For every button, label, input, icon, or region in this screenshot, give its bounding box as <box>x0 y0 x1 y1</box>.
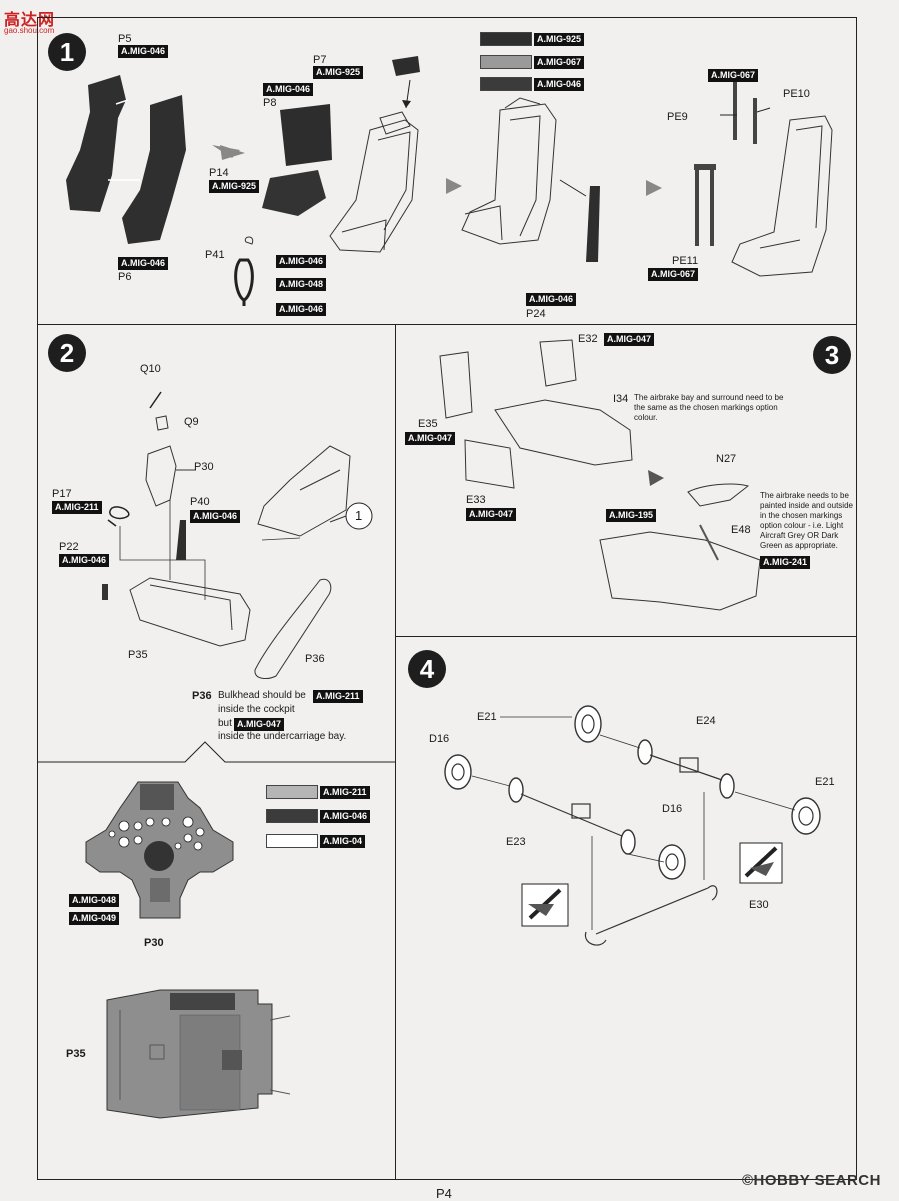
note-paint1: A.MIG-211 <box>313 690 363 703</box>
part-p24: P24 <box>526 308 546 320</box>
legend-paint-1: A.MIG-925 <box>534 33 585 46</box>
legend-swatch-3 <box>480 77 532 91</box>
paint-p5: A.MIG-046 <box>118 45 169 58</box>
part-e24: E24 <box>696 715 716 727</box>
legend-paint-3: A.MIG-046 <box>534 78 585 91</box>
step-4-number: 4 <box>408 650 446 688</box>
no-glue-icon-2 <box>739 842 783 884</box>
step-1-number: 1 <box>48 33 86 71</box>
note-line2: inside the cockpit <box>218 704 295 715</box>
divider-step1 <box>37 324 857 325</box>
p35-panel <box>106 989 291 1119</box>
paint-p41-c: A.MIG-046 <box>276 303 327 316</box>
part-d16-a: D16 <box>429 733 450 745</box>
paint-p24: A.MIG-046 <box>526 293 577 306</box>
part-i34: I34 <box>613 393 629 405</box>
step-2-number: 2 <box>48 334 86 372</box>
paint-pe: A.MIG-195 <box>606 509 657 522</box>
detail-swatch-3 <box>266 834 318 848</box>
site-logo-url: gao.shou.com <box>4 26 55 35</box>
page-number: P4 <box>436 1186 452 1201</box>
note-line3: but <box>218 718 232 729</box>
part-d16-b: D16 <box>662 803 683 815</box>
note-airbrake-paint: The airbrake needs to be painted inside … <box>760 491 853 550</box>
detail-swatch-2 <box>266 809 318 823</box>
hobbysearch-watermark: ©HOBBY SEARCH <box>742 1172 881 1189</box>
detail-swatch-1 <box>266 785 318 799</box>
part-p7: P7 <box>313 54 327 66</box>
note-airbrake-bay: The airbrake bay and surround need to be… <box>634 393 784 422</box>
part-p6: P6 <box>118 271 132 283</box>
part-e33: E33 <box>466 494 486 506</box>
no-glue-icon <box>521 883 569 927</box>
part-q9: Q9 <box>184 416 199 428</box>
note-part: P36 <box>192 690 212 702</box>
paint-p7: A.MIG-925 <box>313 66 364 79</box>
detail-label-p35: P35 <box>66 1048 86 1060</box>
part-q10: Q10 <box>140 363 161 375</box>
legend-swatch-2 <box>480 55 532 69</box>
paint-p14: A.MIG-925 <box>209 180 260 193</box>
paint-e33: A.MIG-047 <box>466 508 517 521</box>
part-pe11: PE11 <box>672 255 699 267</box>
paint-e48: A.MIG-241 <box>760 556 811 569</box>
part-p17: P17 <box>52 488 72 500</box>
p30-panel <box>85 781 234 919</box>
paint-p6: A.MIG-046 <box>118 257 169 270</box>
divider-vertical <box>395 324 396 1180</box>
part-p40: P40 <box>190 496 210 508</box>
detail-paint-p30-b: A.MIG-049 <box>69 912 120 925</box>
part-p36: P36 <box>305 653 325 665</box>
paint-p41-b: A.MIG-048 <box>276 278 327 291</box>
part-n27: N27 <box>716 453 737 465</box>
part-e23: E23 <box>506 836 526 848</box>
paint-p22: A.MIG-046 <box>59 554 110 567</box>
step-3-number: 3 <box>813 336 851 374</box>
part-e35: E35 <box>418 418 438 430</box>
part-e32: E32 <box>578 333 598 345</box>
detail-paint-2: A.MIG-046 <box>320 810 371 823</box>
note-paint2: A.MIG-047 <box>234 718 285 731</box>
paint-pe11: A.MIG-067 <box>648 268 699 281</box>
detail-label-p30: P30 <box>144 937 164 949</box>
part-e48: E48 <box>731 524 751 536</box>
part-p8: P8 <box>263 97 277 109</box>
paint-e32: A.MIG-047 <box>604 333 655 346</box>
paint-p17: A.MIG-211 <box>52 501 102 514</box>
part-p14: P14 <box>209 167 229 179</box>
part-pe10: PE10 <box>783 88 810 100</box>
divider-step3 <box>395 636 857 637</box>
part-p22: P22 <box>59 541 79 553</box>
part-p35: P35 <box>128 649 148 661</box>
legend-paint-2: A.MIG-067 <box>534 56 585 69</box>
detail-paint-3: A.MIG-04 <box>320 835 366 848</box>
part-e21-a: E21 <box>477 711 497 723</box>
paint-p8: A.MIG-046 <box>263 83 314 96</box>
paint-p40: A.MIG-046 <box>190 510 241 523</box>
part-pe9: PE9 <box>667 111 688 123</box>
paint-e35: A.MIG-047 <box>405 432 456 445</box>
detail-paint-p30-a: A.MIG-048 <box>69 894 120 907</box>
note-line4: inside the undercarriage bay. <box>218 731 347 742</box>
part-e21-b: E21 <box>815 776 835 788</box>
paint-p41-a: A.MIG-046 <box>276 255 327 268</box>
ref-step-1: 1 <box>355 508 363 523</box>
part-e30: E30 <box>749 899 769 911</box>
legend-swatch-1 <box>480 32 532 46</box>
part-p30: P30 <box>194 461 214 473</box>
part-p5: P5 <box>118 33 132 45</box>
note-line1: Bulkhead should be <box>218 690 306 701</box>
part-p41: P41 <box>205 249 225 261</box>
seat-cushion-p5 <box>66 75 186 244</box>
detail-paint-1: A.MIG-211 <box>320 786 370 799</box>
site-logo: 高达网 <box>4 12 56 29</box>
paint-pe10: A.MIG-067 <box>708 69 759 82</box>
page-frame <box>37 17 857 1180</box>
